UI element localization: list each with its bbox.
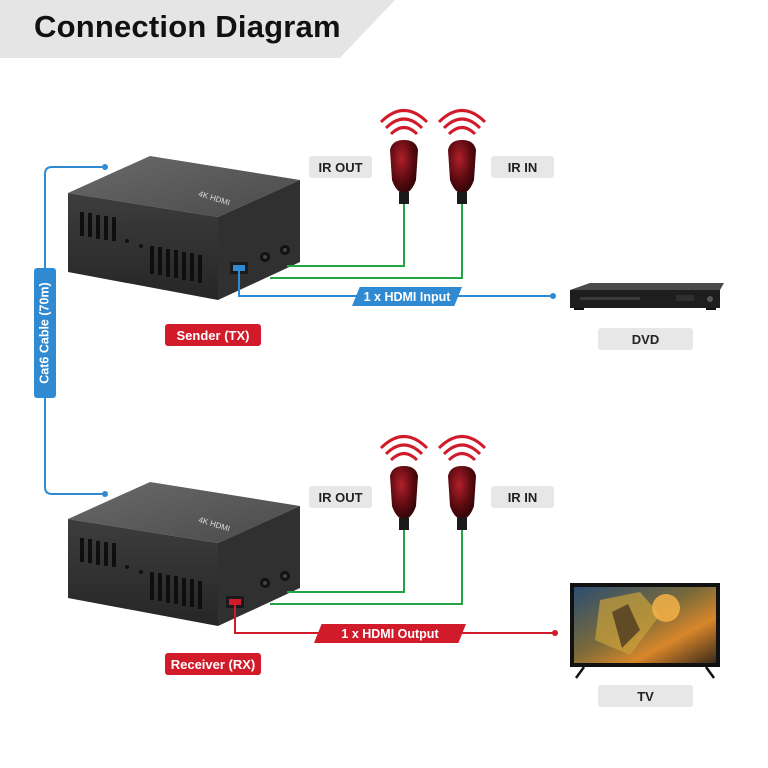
- tv-label: TV: [598, 685, 693, 707]
- sender-label: Sender (TX): [165, 324, 261, 346]
- ir-lines-bottom: [270, 530, 463, 605]
- ir-out-label-bottom: IR OUT: [309, 486, 372, 508]
- ir-out-sensor-bottom: [379, 435, 429, 530]
- title-banner: Connection Diagram: [0, 0, 395, 58]
- dvd-player: [570, 283, 724, 310]
- ir-in-sensor-top: [437, 109, 487, 204]
- page-title: Connection Diagram: [34, 9, 341, 44]
- ir-out-sensor-top: [379, 109, 429, 204]
- hdmi-input-flag: 1 x HDMI Input: [352, 287, 462, 306]
- ir-in-label-top: IR IN: [491, 156, 554, 178]
- cat6-cable-label: Cat6 Cable (70m): [38, 282, 52, 384]
- ir-lines-top: [270, 204, 463, 279]
- receiver-label: Receiver (RX): [165, 653, 261, 675]
- ir-out-label-top: IR OUT: [309, 156, 372, 178]
- tv: [570, 583, 720, 679]
- sender-device: 4K HDMI: [68, 156, 300, 300]
- dvd-label: DVD: [598, 328, 693, 350]
- ir-in-label-bottom: IR IN: [491, 486, 554, 508]
- cat6-cable-flag: Cat6 Cable (70m): [34, 268, 56, 398]
- hdmi-output-flag: 1 x HDMI Output: [314, 624, 466, 643]
- receiver-device: 4K HDMI: [68, 482, 300, 626]
- hdmi-input-label: 1 x HDMI Input: [363, 289, 451, 304]
- hdmi-output-label: 1 x HDMI Output: [341, 626, 439, 641]
- ir-in-sensor-bottom: [437, 435, 487, 530]
